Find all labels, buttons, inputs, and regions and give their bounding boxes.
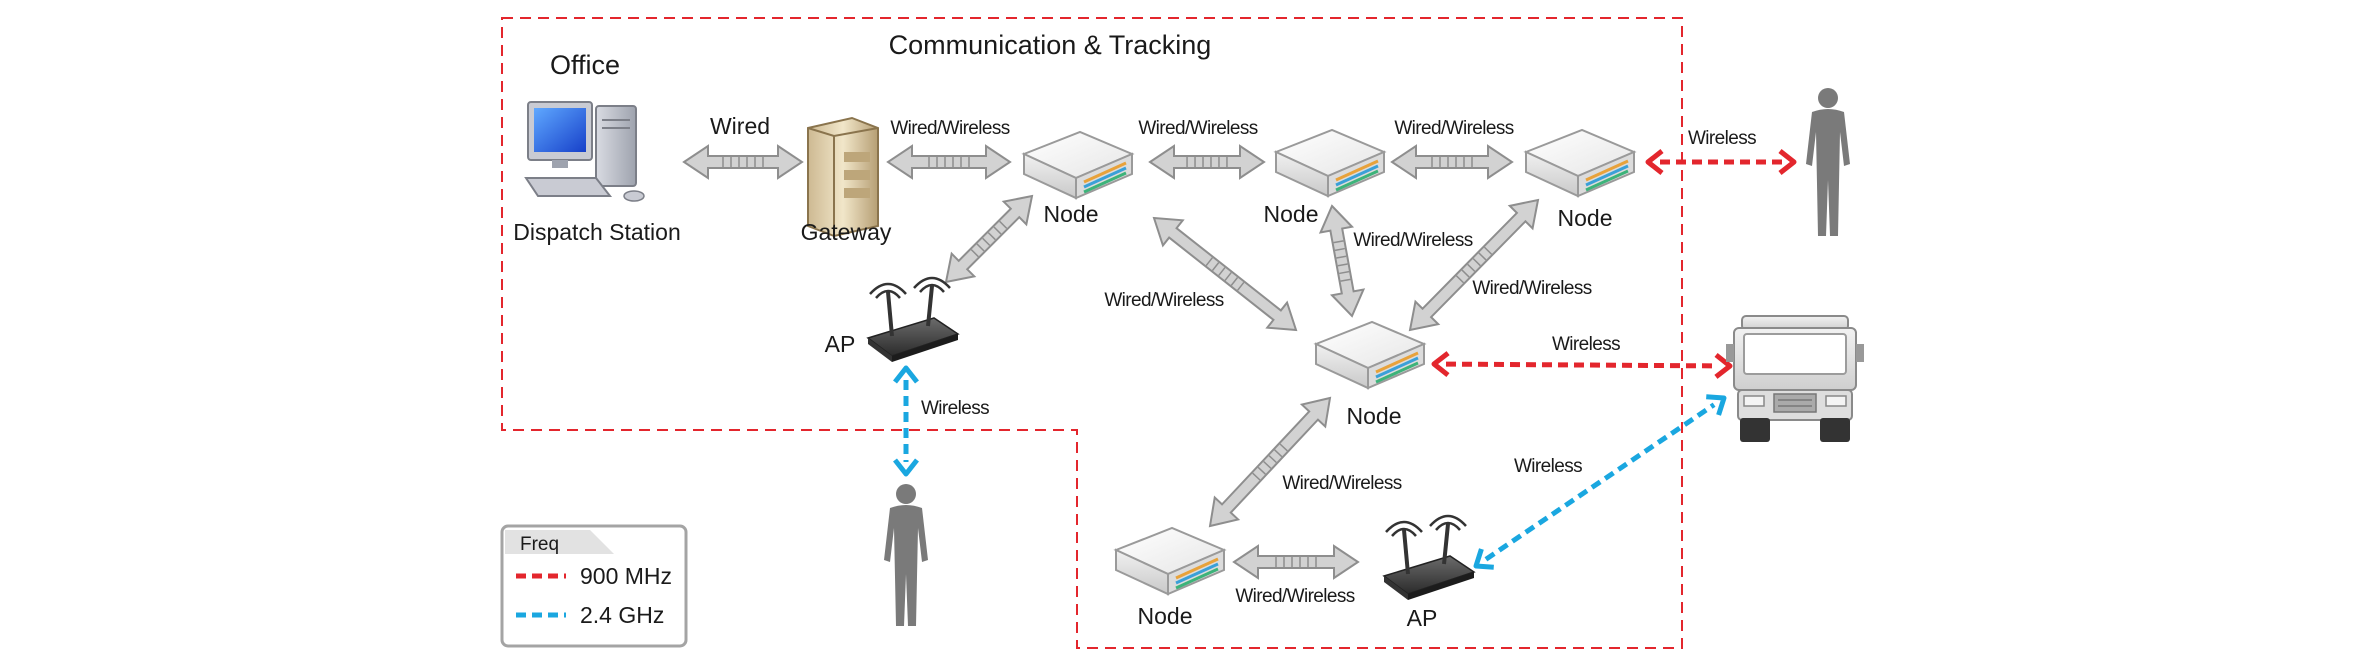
link-label-node-e-ap2: Wired/Wireless bbox=[1235, 586, 1354, 607]
node-b-label: Node bbox=[1264, 201, 1319, 227]
person-icon bbox=[884, 484, 928, 626]
link-node-a-node-d-arrow bbox=[1152, 216, 1298, 332]
link-label-ap1-person: Wireless bbox=[921, 398, 989, 419]
link-node-d-node-e-arrow bbox=[1208, 396, 1332, 528]
link-node-c-node-d-arrow bbox=[1408, 198, 1540, 332]
network-node-icon bbox=[1273, 128, 1387, 198]
network-node-icon bbox=[1313, 320, 1427, 390]
link-ap-2-truck-wireless bbox=[1473, 394, 1727, 570]
wireless-links-layer bbox=[893, 149, 1797, 570]
link-node-b-node-d-arrow bbox=[1318, 204, 1366, 318]
link-label-node-a-node-b: Wired/Wireless bbox=[1138, 118, 1257, 139]
coverage-boundary bbox=[501, 17, 1683, 649]
link-label-node-c-node-d: Wired/Wireless bbox=[1472, 278, 1591, 299]
link-node-a-node-b-arrow bbox=[1148, 144, 1266, 180]
ap-1-label: AP bbox=[825, 331, 856, 357]
legend-title: Freq bbox=[520, 534, 559, 555]
legend-label-24ghz: 2.4 GHz bbox=[580, 602, 664, 628]
link-node-b-node-c-arrow bbox=[1390, 144, 1514, 180]
link-label-node-d-truck: Wireless bbox=[1552, 334, 1620, 355]
link-gateway-node-a-arrow bbox=[886, 144, 1012, 180]
server-tower-icon bbox=[807, 116, 879, 238]
truck-icon bbox=[1726, 315, 1864, 442]
node-a-label: Node bbox=[1044, 201, 1099, 227]
diagram-title: Communication & Tracking bbox=[889, 30, 1212, 60]
wireless-router-icon bbox=[866, 276, 960, 362]
link-node-e-ap-2-arrow bbox=[1232, 544, 1360, 580]
link-label-gateway-node-a: Wired/Wireless bbox=[890, 118, 1009, 139]
person-icon bbox=[1806, 88, 1850, 236]
link-label-node-b-node-d: Wired/Wireless bbox=[1353, 230, 1472, 251]
link-label-node-b-node-c: Wired/Wireless bbox=[1394, 118, 1513, 139]
node-c-label: Node bbox=[1558, 205, 1613, 231]
legend-label-900mhz: 900 MHz bbox=[580, 563, 672, 589]
node-d-label: Node bbox=[1347, 403, 1402, 429]
gateway-label: Gateway bbox=[801, 219, 892, 245]
link-dispatch-gateway-arrow bbox=[682, 144, 804, 180]
link-node-a-ap-1-arrow bbox=[944, 194, 1034, 284]
network-node-icon bbox=[1021, 130, 1135, 200]
link-node-d-truck-wireless bbox=[1431, 351, 1733, 379]
ap-2-label: AP bbox=[1407, 605, 1438, 631]
network-node-icon bbox=[1113, 526, 1227, 596]
link-label-node-a-node-d: Wired/Wireless bbox=[1104, 290, 1223, 311]
desktop-computer-icon bbox=[524, 101, 645, 202]
dispatch-station-label: Dispatch Station bbox=[513, 219, 680, 245]
office-label: Office bbox=[550, 50, 620, 80]
wireless-router-icon bbox=[1382, 514, 1476, 600]
link-label-dispatch-gateway: Wired bbox=[710, 113, 770, 139]
node-e-label: Node bbox=[1138, 603, 1193, 629]
link-label-node-c-person: Wireless bbox=[1688, 128, 1756, 149]
link-ap-1-person-2-wireless bbox=[893, 365, 919, 477]
network-node-icon bbox=[1523, 128, 1637, 198]
frequency-legend: Freq 900 MHz 2.4 GHz bbox=[500, 524, 688, 648]
link-label-node-d-node-e: Wired/Wireless bbox=[1282, 473, 1401, 494]
link-node-c-person-1-wireless bbox=[1645, 149, 1797, 175]
wired-links-layer bbox=[682, 144, 1540, 580]
link-label-ap2-truck: Wireless bbox=[1514, 456, 1582, 477]
